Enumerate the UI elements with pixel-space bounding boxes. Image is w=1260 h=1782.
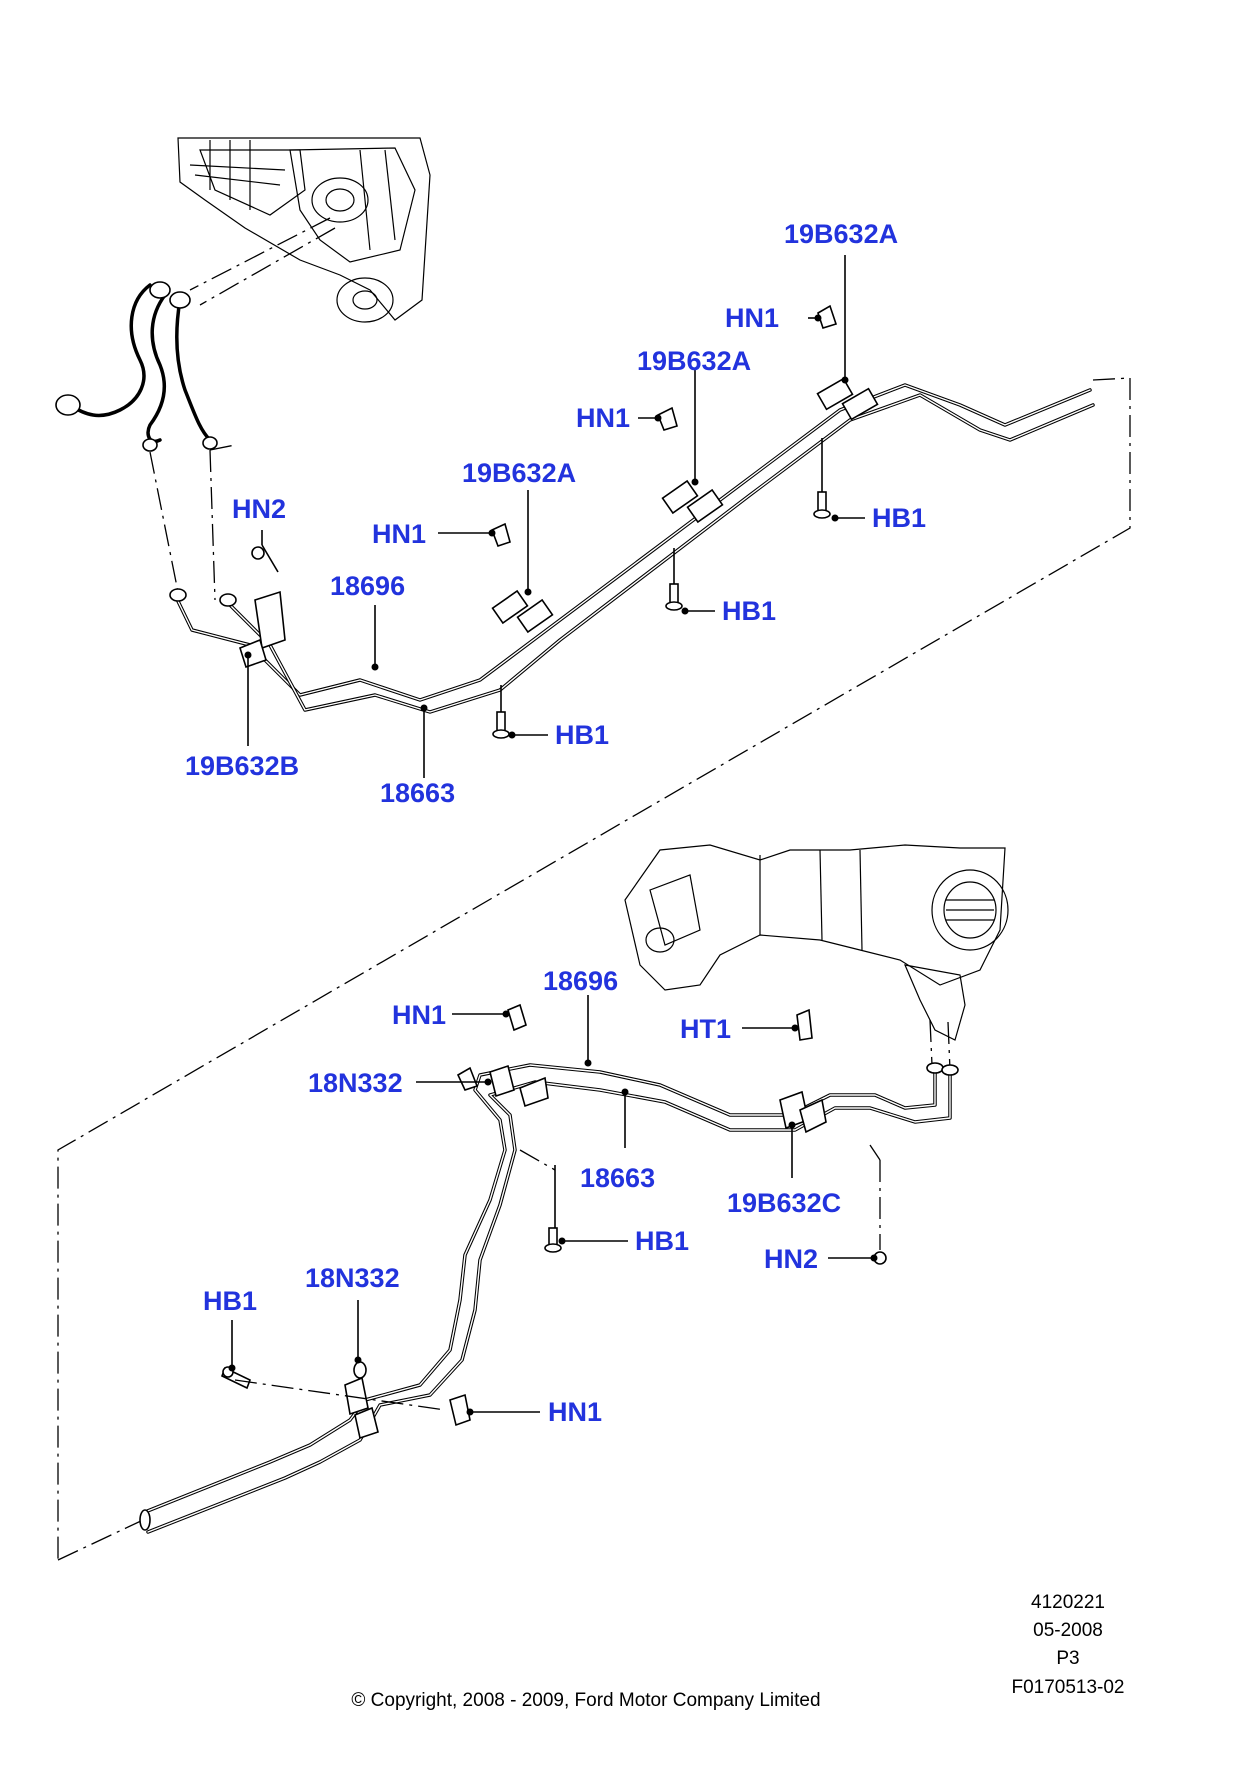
callout-18n332-bottom-bottom: 18N332 bbox=[305, 1263, 400, 1293]
heater-unit-top-illustration bbox=[177, 137, 431, 323]
callout-18n332-bottom-top: 18N332 bbox=[308, 1068, 403, 1098]
top-leader-lines bbox=[244, 255, 865, 778]
footer-block: 4120221 05-2008 P3 F0170513-02 © Copyrig… bbox=[351, 1592, 1124, 1711]
heater-hose-assembly bbox=[55, 281, 236, 601]
callout-18663-top: 18663 bbox=[380, 778, 455, 808]
illustration-date: 05-2008 bbox=[1033, 1620, 1103, 1641]
bottom-leader-lines bbox=[228, 995, 878, 1416]
callout-19b632a-top-mid: 19B632A bbox=[637, 346, 751, 376]
callout-18696-top: 18696 bbox=[330, 571, 405, 601]
callout-hn1-top-right: HN1 bbox=[725, 303, 779, 333]
callout-hn1-top-left: HN1 bbox=[372, 519, 426, 549]
callout-hn1-top-mid: HN1 bbox=[576, 403, 630, 433]
callout-labels: 19B632A HN1 19B632A HN1 19B632A HN1 HN2 … bbox=[185, 219, 926, 1427]
callout-hb1-bottom-left: HB1 bbox=[203, 1286, 257, 1316]
callout-19b632c-bottom: 19B632C bbox=[727, 1188, 841, 1218]
illustration-number: 4120221 bbox=[1031, 1592, 1105, 1613]
callout-hn1-bottom-top: HN1 bbox=[392, 1000, 446, 1030]
boundary-dash-lines bbox=[57, 377, 1131, 1561]
callout-hb1-bottom-mid: HB1 bbox=[635, 1226, 689, 1256]
bottom-heater-tubes bbox=[139, 1003, 959, 1534]
top-heater-tubes bbox=[169, 304, 1095, 739]
illustration-page: P3 bbox=[1056, 1648, 1079, 1669]
copyright-notice: © Copyright, 2008 - 2009, Ford Motor Com… bbox=[351, 1690, 820, 1711]
callout-18663-bottom: 18663 bbox=[580, 1163, 655, 1193]
heater-unit-bottom-illustration bbox=[624, 844, 1009, 1071]
callout-18696-bottom: 18696 bbox=[543, 966, 618, 996]
callout-hn1-bottom-bottom: HN1 bbox=[548, 1397, 602, 1427]
callout-hn2-bottom: HN2 bbox=[764, 1244, 818, 1274]
callout-ht1-bottom: HT1 bbox=[680, 1014, 731, 1044]
callout-hb1-top-right: HB1 bbox=[872, 503, 926, 533]
callout-19b632a-top-right: 19B632A bbox=[784, 219, 898, 249]
callout-hb1-top-mid: HB1 bbox=[722, 596, 776, 626]
callout-19b632b-top: 19B632B bbox=[185, 751, 299, 781]
figure-code: F0170513-02 bbox=[1011, 1677, 1124, 1698]
callout-hn2-top: HN2 bbox=[232, 494, 286, 524]
callout-19b632a-top-left: 19B632A bbox=[462, 458, 576, 488]
callout-hb1-top-left: HB1 bbox=[555, 720, 609, 750]
